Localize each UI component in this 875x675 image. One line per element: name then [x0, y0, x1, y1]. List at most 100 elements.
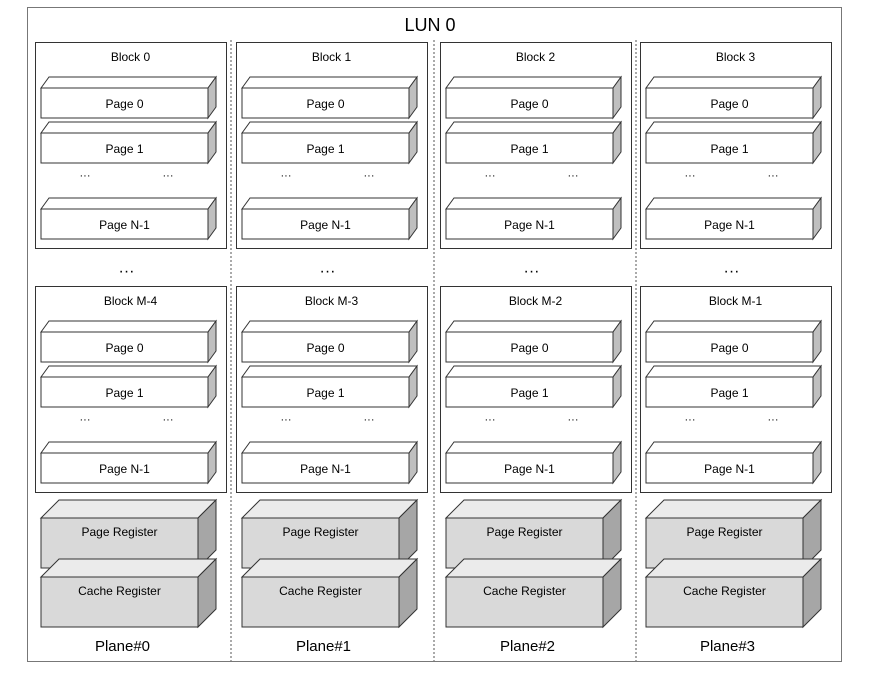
- plane-2-top-block-dots-right: ···: [568, 170, 579, 182]
- plane-3-bottom-block-page-1-label: Page 1: [710, 386, 748, 400]
- plane-3-block-ellipsis: ···: [724, 263, 740, 280]
- plane-0-top-block-page-1-label: Page 1: [105, 142, 143, 156]
- plane-0-bottom-block-page-1-front: [40, 376, 209, 408]
- plane-1-top-block-page-last-front: [241, 208, 410, 240]
- plane-1-bottom-block-page-last: [241, 440, 418, 485]
- plane-3-cache-register: [644, 557, 823, 629]
- plane-2-cache-register-front: [445, 576, 604, 628]
- plane-2-top-block-page-0-label: Page 0: [510, 97, 548, 111]
- plane-1-cache-register: [240, 557, 419, 629]
- plane-1-top-block-page-1-label: Page 1: [306, 142, 344, 156]
- plane-1-bottom-block-page-last-label: Page N-1: [300, 462, 351, 476]
- plane-1-top-block-dots-left: ···: [281, 170, 292, 182]
- plane-0-top-block-dots-right: ···: [163, 170, 174, 182]
- plane-3-top-block-page-1-top: [645, 121, 822, 134]
- plane-3-top-block-page-0: [645, 75, 822, 120]
- plane-0-bottom-block-page-0: [40, 319, 217, 364]
- plane-2-block-ellipsis: ···: [524, 263, 540, 280]
- plane-0-bottom-block-label: Block M-4: [104, 294, 158, 308]
- plane-2-bottom-block-page-last-front: [445, 452, 614, 484]
- plane-2-top-block-page-last-label: Page N-1: [504, 218, 555, 232]
- plane-2-top-block-page-1-front: [445, 132, 614, 164]
- plane-1-block-ellipsis: ···: [320, 263, 336, 280]
- plane-1-cache-register-label: Cache Register: [279, 584, 362, 598]
- plane-0-bottom-block-page-0-top: [40, 320, 217, 333]
- plane-0-cache-register-top: [39, 558, 218, 578]
- plane-3-top-block-page-1-front: [645, 132, 814, 164]
- plane-1-bottom-block-page-0-label: Page 0: [306, 341, 344, 355]
- plane-0-top-block-page-0-label: Page 0: [105, 97, 143, 111]
- plane-3-top-block-page-1: [645, 120, 822, 165]
- plane-0-bottom-block-page-0-front: [40, 331, 209, 363]
- plane-2-bottom-block-dots-right: ···: [568, 414, 579, 426]
- plane-3-top-block-dots-left: ···: [685, 170, 696, 182]
- plane-0-top-block-page-last-front: [40, 208, 209, 240]
- plane-3-bottom-block-dots-left: ···: [685, 414, 696, 426]
- plane-1-top-block-page-last-label: Page N-1: [300, 218, 351, 232]
- plane-1-bottom-block-page-1: [241, 364, 418, 409]
- plane-1-cache-register-front: [241, 576, 400, 628]
- plane-0-bottom-block-page-1-label: Page 1: [105, 386, 143, 400]
- plane-2-name: Plane#2: [500, 638, 555, 655]
- plane-1-top-block-page-last: [241, 196, 418, 241]
- plane-0-top-block-label: Block 0: [111, 50, 151, 64]
- plane-2-bottom-block-label: Block M-2: [509, 294, 563, 308]
- plane-0-top-block-page-last-label: Page N-1: [99, 218, 150, 232]
- plane-3-bottom-block-dots-right: ···: [768, 414, 779, 426]
- plane-1-bottom-block-page-1-front: [241, 376, 410, 408]
- plane-3-bottom-block-page-0-label: Page 0: [710, 341, 748, 355]
- plane-2-bottom-block-page-last-label: Page N-1: [504, 462, 555, 476]
- plane-3-top-block-page-0-top: [645, 76, 822, 89]
- plane-0-cache-register: [39, 557, 218, 629]
- plane-3-top-block-dots-right: ···: [768, 170, 779, 182]
- plane-3-name: Plane#3: [700, 638, 755, 655]
- plane-2-bottom-block-dots-left: ···: [485, 414, 496, 426]
- plane-2-page-register-label: Page Register: [486, 525, 562, 539]
- plane-2-bottom-block-page-0-front: [445, 331, 614, 363]
- plane-0-page-register-top: [39, 499, 218, 519]
- plane-3-top-block-page-last: [645, 196, 822, 241]
- plane-1-top-block-page-0-top: [241, 76, 418, 89]
- plane-1-top-block-page-1-front: [241, 132, 410, 164]
- plane-1-top-block-page-last-top: [241, 197, 418, 210]
- plane-1-top-block-page-0-front: [241, 87, 410, 119]
- plane-3-top-block-page-1-label: Page 1: [710, 142, 748, 156]
- plane-1-top-block-label: Block 1: [312, 50, 352, 64]
- plane-3-bottom-block-page-last: [645, 440, 822, 485]
- plane-0-top-block-page-0-top: [40, 76, 217, 89]
- plane-0-block-ellipsis: ···: [119, 263, 135, 280]
- plane-3-bottom-block-page-last-label: Page N-1: [704, 462, 755, 476]
- plane-1-cache-register-top: [240, 558, 419, 578]
- plane-1-bottom-block-page-last-front: [241, 452, 410, 484]
- plane-0-bottom-block-dots-right: ···: [163, 414, 174, 426]
- plane-0-top-block-page-last: [40, 196, 217, 241]
- plane-3-bottom-block-page-last-front: [645, 452, 814, 484]
- plane-2-top-block-page-1-label: Page 1: [510, 142, 548, 156]
- plane-1-bottom-block-dots-right: ···: [364, 414, 375, 426]
- plane-2-bottom-block-page-1: [445, 364, 622, 409]
- plane-0-bottom-block-page-1-top: [40, 365, 217, 378]
- plane-3-top-block-page-last-front: [645, 208, 814, 240]
- plane-3-top-block-page-0-label: Page 0: [710, 97, 748, 111]
- plane-0-bottom-block-page-0-label: Page 0: [105, 341, 143, 355]
- plane-0-page-register-label: Page Register: [81, 525, 157, 539]
- plane-2-top-block-page-0-front: [445, 87, 614, 119]
- plane-3-bottom-block-page-0-top: [645, 320, 822, 333]
- plane-3-bottom-block-page-1: [645, 364, 822, 409]
- plane-1-page-register-top: [240, 499, 419, 519]
- plane-1-bottom-block-label: Block M-3: [305, 294, 359, 308]
- plane-0-top-block-page-0-front: [40, 87, 209, 119]
- plane-0-bottom-block-page-last-top: [40, 441, 217, 454]
- plane-1-top-block-page-0: [241, 75, 418, 120]
- plane-2-top-block-dots-left: ···: [485, 170, 496, 182]
- plane-1-bottom-block-page-0-front: [241, 331, 410, 363]
- plane-1-page-register-label: Page Register: [282, 525, 358, 539]
